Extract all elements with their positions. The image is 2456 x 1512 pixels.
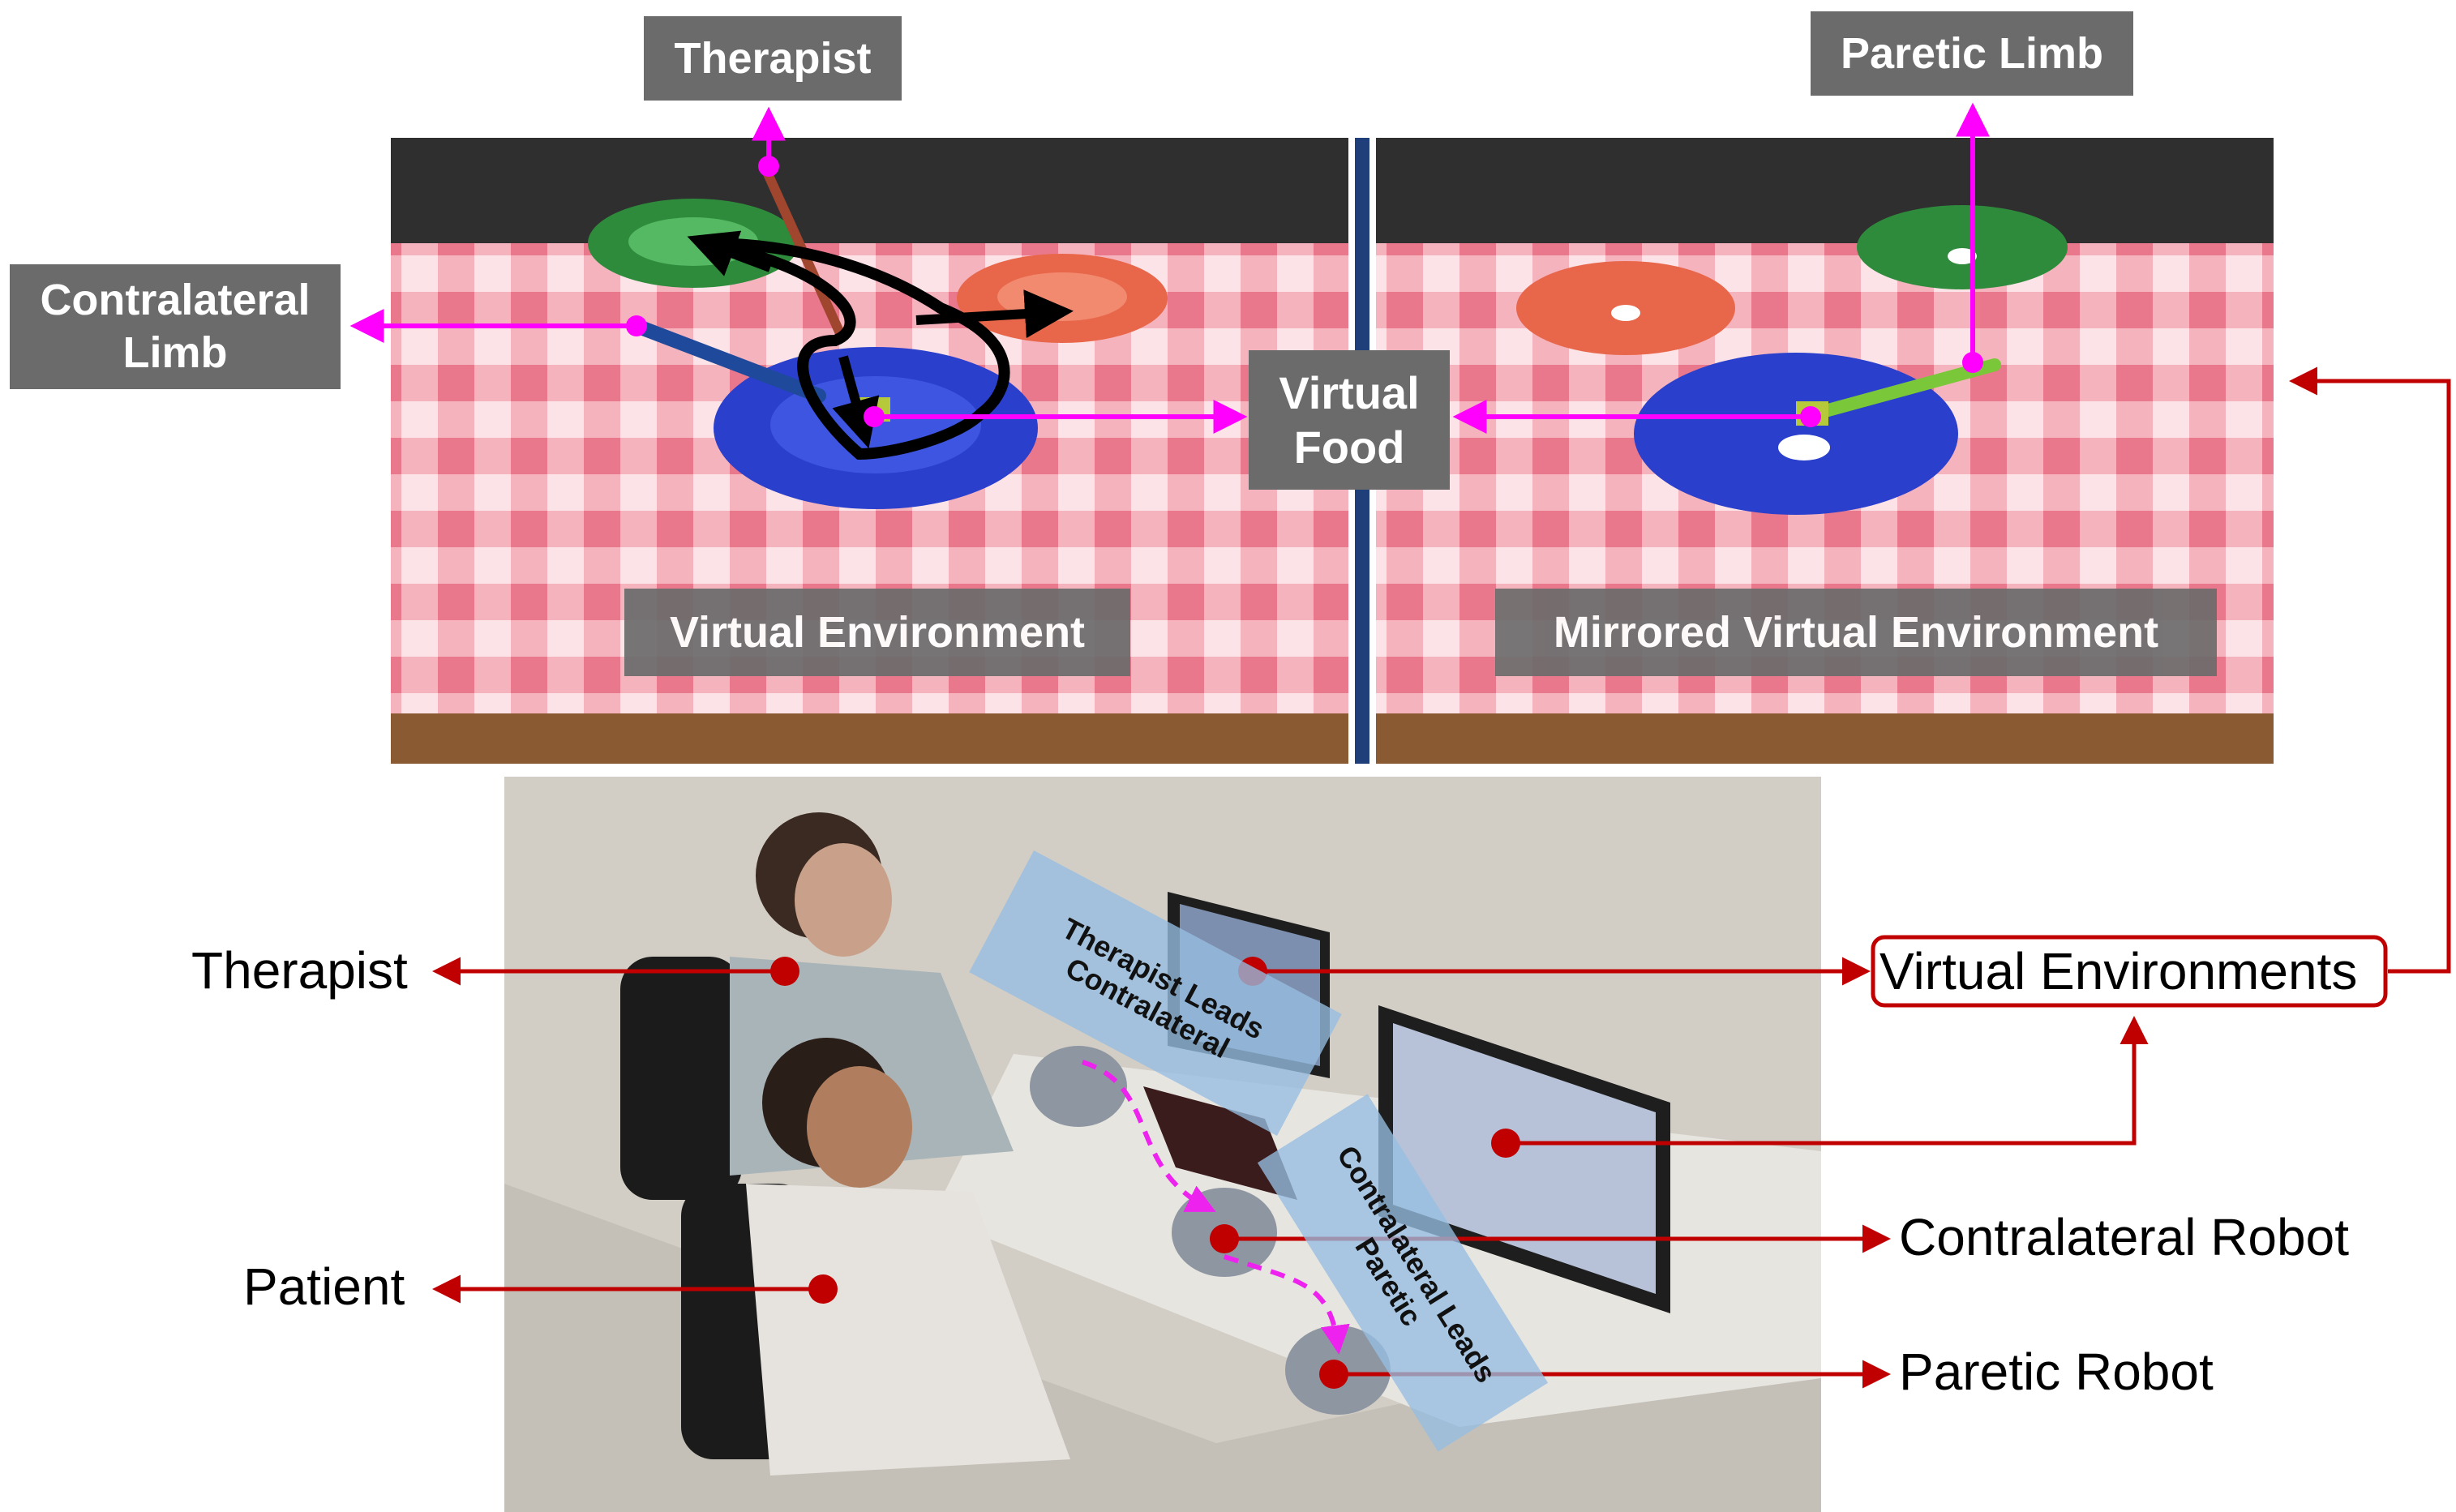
therapist-label-text: Therapist	[674, 33, 872, 83]
paretic-robot-label: Paretic Robot	[1899, 1343, 2214, 1401]
mirrored-green-plate	[1857, 205, 2068, 289]
food-dot-right	[1800, 406, 1821, 427]
contralateral-handle	[629, 319, 826, 403]
paretic-fork	[1810, 358, 2001, 420]
virtual-environment-label-text: Virtual Environment	[669, 607, 1086, 657]
trajectory-arrow-2	[687, 230, 773, 276]
arrow-to-scene	[2289, 366, 2451, 974]
monitor-front-marker	[1491, 1129, 1520, 1158]
trajectory-arrow-1	[915, 289, 1074, 339]
mirrored-virtual-environment-label: Mirrored Virtual Environment	[1495, 589, 2217, 676]
virtual-environment-label: Virtual Environment	[624, 589, 1130, 676]
patient-marker	[808, 1274, 838, 1304]
contralateral-robot-marker	[1210, 1224, 1239, 1253]
mirrored-virtual-environment-label-text: Mirrored Virtual Environment	[1553, 607, 2159, 657]
paretic-limb-label-text: Paretic Limb	[1840, 28, 2104, 78]
table-edge	[391, 713, 2274, 764]
arrow-monitor-front-to-label	[1506, 1016, 2149, 1146]
patient-photo-label: Patient	[243, 1257, 405, 1316]
mirrored-orange-plate-spot	[1611, 305, 1640, 321]
trajectory-arrow-3	[832, 355, 880, 449]
contralateral-robot-label: Contralateral Robot	[1899, 1208, 2349, 1266]
virtual-environments-box	[1871, 935, 2388, 1008]
contralateral-limb-label: Contralateral Limb	[10, 264, 341, 389]
patient-body	[746, 1184, 1070, 1476]
magenta-arrows	[349, 102, 1990, 434]
contralateral-limb-label-text: Contralateral Limb	[40, 276, 311, 377]
food-dot-left	[864, 406, 885, 427]
therapist-label: Therapist	[644, 16, 902, 101]
therapist-dot	[758, 156, 779, 177]
movement-trajectory	[704, 238, 1010, 460]
mirrored-blue-plate-spot	[1778, 435, 1830, 460]
virtual-food-label-text: Virtual Food	[1279, 366, 1420, 473]
paretic-robot-marker	[1319, 1360, 1348, 1389]
therapist-face	[795, 843, 892, 957]
mirrored-green-plate-spot	[1948, 248, 1977, 264]
paretic-dot	[1962, 352, 1983, 373]
virtual-environments-label: Virtual Environments	[1880, 942, 2358, 1000]
keyboard	[1143, 1086, 1297, 1200]
therapist-marker	[770, 957, 799, 986]
therapist-chair	[620, 957, 742, 1200]
mirrored-blue-plate	[1634, 353, 1958, 515]
monitor-front-screen	[1393, 1023, 1656, 1294]
therapist-robot	[1030, 1046, 1127, 1127]
paretic-limb-label: Paretic Limb	[1811, 11, 2133, 96]
virtual-food-label: Virtual Food	[1249, 350, 1450, 490]
contralateral-dot	[626, 315, 647, 336]
patient-face	[807, 1066, 912, 1188]
therapist-photo-label: Therapist	[191, 941, 408, 1000]
flow-therapist-to-contralateral	[1082, 1060, 1216, 1212]
flow-contralateral-to-paretic	[1224, 1254, 1350, 1355]
